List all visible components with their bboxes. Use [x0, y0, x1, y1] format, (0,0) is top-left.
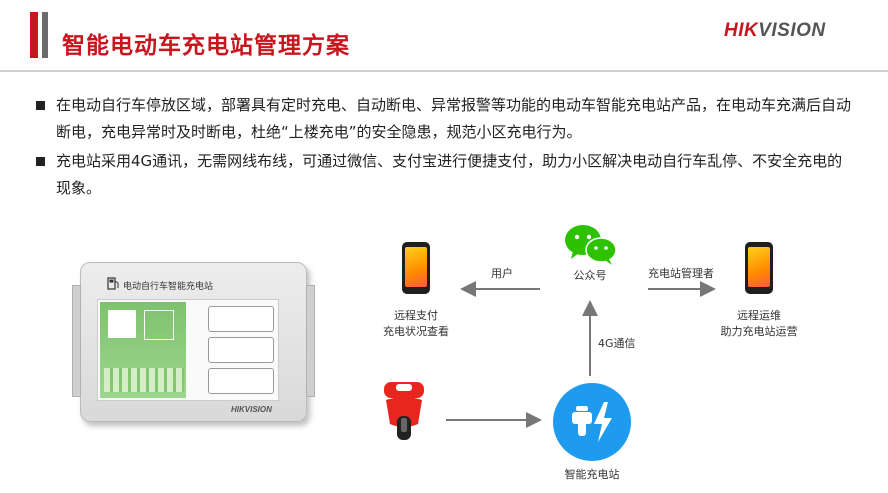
smartphone-icon [745, 242, 773, 294]
device-screen [100, 302, 186, 398]
header-accent-red [30, 12, 38, 58]
fuel-pump-icon [107, 277, 119, 290]
device-mount-left [72, 285, 81, 397]
wechat-icon [565, 225, 617, 265]
wechat-label: 公众号 [573, 269, 607, 282]
smartphone-icon [402, 242, 430, 294]
admin-phone-label-1: 远程运维 [737, 309, 781, 322]
header-divider [0, 70, 888, 72]
header-accent-gray [42, 12, 48, 58]
hikvision-logo: HIKVISION [724, 20, 826, 42]
logo-text-a: HIK [724, 20, 759, 41]
device-step-3 [208, 368, 274, 394]
admin-phone-label-2: 助力充电站运营 [720, 325, 798, 338]
charging-station-icon [553, 383, 631, 461]
bullet-square-icon [36, 157, 45, 166]
charging-station-device-image: 电动自行车智能充电站 HIKVISION [72, 262, 315, 422]
device-title: 电动自行车智能充电站 [123, 282, 214, 292]
bullet-square-icon [36, 101, 45, 110]
station-label: 智能充电站 [564, 468, 620, 481]
qr-code-icon [108, 310, 136, 338]
arrow-admin-label: 充电站管理者 [648, 267, 714, 280]
bullet-item: 在电动自行车停放区域，部署具有定时充电、自动断电、异常报警等功能的电动车智能充电… [36, 92, 856, 146]
bullet-list: 在电动自行车停放区域，部署具有定时充电、自动断电、异常报警等功能的电动车智能充电… [36, 92, 856, 204]
bullet-item: 充电站采用4G通讯，无需网线布线，可通过微信、支付宝进行便捷支付，助力小区解决电… [36, 148, 856, 202]
device-mount-right [306, 285, 315, 397]
phone-screen [748, 247, 770, 287]
device-step-1 [208, 306, 274, 332]
bullet-text: 充电站采用4G通讯，无需网线布线，可通过微信、支付宝进行便捷支付，助力小区解决电… [56, 152, 843, 197]
phone-screen [405, 247, 427, 287]
logo-text-b: VISION [758, 20, 826, 41]
arrow-4g-label: 4G通信 [598, 337, 636, 350]
scooter-icon [384, 382, 424, 440]
device-step-2 [208, 337, 274, 363]
card-reader-icon [144, 310, 174, 340]
arrow-user-label: 用户 [491, 267, 513, 280]
user-phone-label-1: 远程支付 [394, 309, 438, 322]
bullet-text: 在电动自行车停放区域，部署具有定时充电、自动断电、异常报警等功能的电动车智能充电… [56, 96, 852, 141]
device-brand: HIKVISION [231, 405, 272, 414]
device-front-panel [97, 299, 279, 401]
user-phone-label-2: 充电状况查看 [383, 325, 449, 338]
page-title: 智能电动车充电站管理方案 [62, 33, 350, 59]
socket-indicator-row [104, 368, 184, 392]
